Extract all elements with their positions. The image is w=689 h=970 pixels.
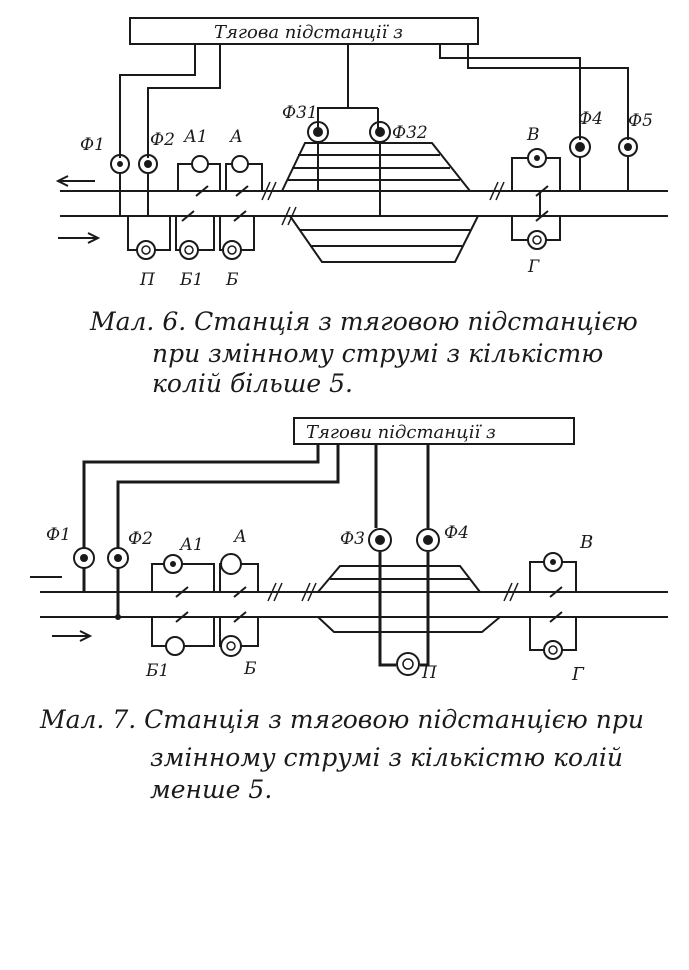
switch-g-symbol xyxy=(527,230,547,250)
substation-box-2 xyxy=(293,417,575,445)
section-insulators-1 xyxy=(261,181,505,226)
label-f5: Ф5 xyxy=(628,111,653,131)
label-f32: Ф32 xyxy=(392,123,428,143)
label-f2: Ф2 xyxy=(150,130,175,150)
label-f4: Ф4 xyxy=(578,109,603,129)
feeder-f31-symbol xyxy=(307,121,329,143)
switch-loops-upper-1 xyxy=(177,157,561,216)
label-a1-2: А1 xyxy=(179,535,204,555)
label-f3-2: Ф3 xyxy=(340,529,365,549)
switch-p-symbol xyxy=(136,240,156,260)
feeder-f1-symbol-2 xyxy=(73,547,95,569)
switch-b1-symbol-2 xyxy=(165,636,185,656)
caption-7-line-1: Мал. 7. Станція з тяговою підстанцією пр… xyxy=(39,705,644,734)
caption-6-line-3: колій більше 5. xyxy=(152,369,353,398)
station-yard-1 xyxy=(281,142,479,263)
feeder-f2-symbol xyxy=(138,154,158,174)
feeder-drops-2 xyxy=(82,552,430,667)
caption-7: Мал. 7. Станція з тяговою підстанцією пр… xyxy=(39,705,644,804)
switch-b1-symbol xyxy=(179,240,199,260)
switch-g-symbol-2 xyxy=(543,640,563,660)
switch-a-symbol-2 xyxy=(220,553,242,575)
switch-loops-lower-1 xyxy=(127,216,561,251)
feeder-f2-symbol-2 xyxy=(107,547,129,569)
label-f4-2: Ф4 xyxy=(444,523,469,543)
switch-b-symbol xyxy=(222,240,242,260)
section-insulators-2 xyxy=(267,582,519,602)
label-a1: А1 xyxy=(183,127,208,147)
feeder-f4-symbol-2 xyxy=(416,528,440,552)
feeder-f32-symbol xyxy=(369,121,391,143)
tracks-1 xyxy=(60,190,668,217)
direction-arrows-1 xyxy=(55,175,101,244)
caption-6: Мал. 6. Станція з тяговою підстанцією пр… xyxy=(89,307,638,398)
substation-box-2-title: Тягови підстанції з xyxy=(306,422,496,443)
switch-p-symbol-2 xyxy=(396,652,420,676)
switch-a-symbol xyxy=(231,155,249,173)
label-g: Г xyxy=(527,257,540,277)
caption-6-line-2: при змінному струмі з кількістю xyxy=(152,339,603,368)
caption-7-line-2: змінному струмі з кількістю колій xyxy=(150,743,623,772)
label-b1-2: Б1 xyxy=(145,661,169,681)
feeder-lines-2 xyxy=(82,444,430,548)
label-a-2: А xyxy=(233,527,247,547)
label-f2-2: Ф2 xyxy=(128,529,153,549)
switch-a1-symbol-2 xyxy=(163,554,183,574)
tracks-2 xyxy=(40,591,668,618)
diagram-6: Тягова підстанції з xyxy=(55,17,668,398)
switch-v-symbol-2 xyxy=(543,552,563,572)
switch-v-symbol xyxy=(527,148,547,168)
label-f31: Ф31 xyxy=(282,103,318,123)
label-f1-2: Ф1 xyxy=(46,525,71,545)
disconnectors-1 xyxy=(181,185,549,222)
label-b-2: Б xyxy=(243,659,257,679)
switch-loops-2 xyxy=(151,561,577,651)
label-b: Б xyxy=(225,270,239,290)
caption-7-line-3: менше 5. xyxy=(150,775,272,804)
feeder-f1-symbol xyxy=(110,154,130,174)
caption-6-line-1: Мал. 6. Станція з тяговою підстанцією xyxy=(89,307,638,336)
disconnectors-2 xyxy=(175,586,563,623)
label-p-2: П xyxy=(421,663,438,683)
feeder-drops-1 xyxy=(119,142,629,216)
label-g-2: Г xyxy=(571,664,585,685)
direction-arrows-2 xyxy=(30,576,93,642)
switch-a1-symbol xyxy=(191,155,209,173)
diagram-7: Тягови підстанції з xyxy=(30,417,668,804)
feeder-f5-symbol xyxy=(618,137,638,157)
feeder-lines-1 xyxy=(119,44,629,158)
label-v-2: В xyxy=(579,532,593,553)
feeder-f3-symbol-2 xyxy=(368,528,392,552)
switch-b-symbol-2 xyxy=(220,635,242,657)
label-b1: Б1 xyxy=(179,270,203,290)
substation-box-1-title: Тягова підстанції з xyxy=(214,22,403,43)
station-yard-2 xyxy=(317,565,501,633)
label-p: П xyxy=(139,270,156,290)
substation-box-1 xyxy=(129,17,479,45)
label-v: В xyxy=(526,125,540,145)
label-a: А xyxy=(229,127,243,147)
feeder-f4-symbol xyxy=(569,136,591,158)
label-f1: Ф1 xyxy=(80,135,105,155)
